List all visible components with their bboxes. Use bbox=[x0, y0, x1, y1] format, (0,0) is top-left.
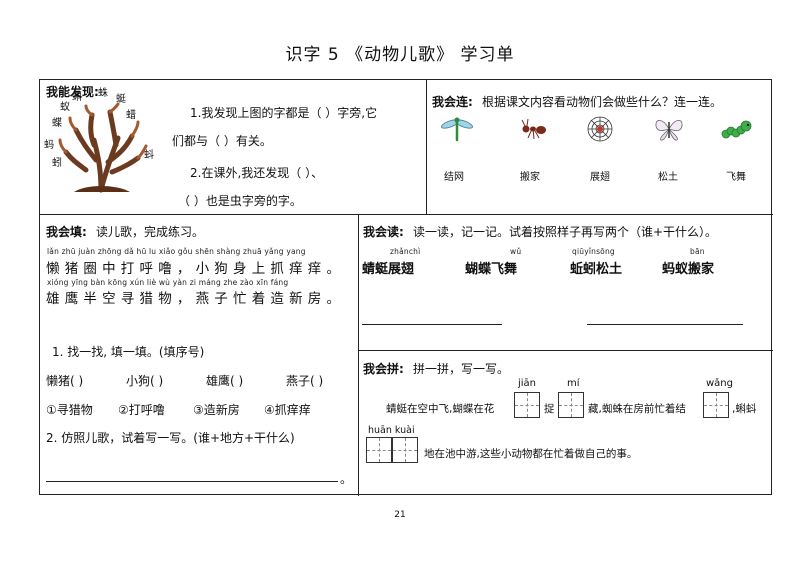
fill-q2: 2. 仿照儿歌，试着写一写。(谁+地方+干什么) bbox=[46, 431, 295, 445]
discover-heading: 我能发现: bbox=[46, 85, 99, 99]
divider bbox=[358, 214, 359, 496]
phrase: 蚯蚓松土 bbox=[570, 262, 623, 277]
spell-text: 捉 bbox=[544, 403, 555, 415]
plant-char: 蜡 bbox=[126, 110, 136, 121]
spell-text: 藏,蜘蛛在房前忙着结 bbox=[588, 403, 686, 415]
connect-word: 搬家 bbox=[520, 172, 540, 183]
divider bbox=[426, 80, 427, 214]
spell-text: 蜻蜓在空中飞,蝴蝶在花 bbox=[386, 403, 495, 415]
poem-line: 雄鹰半空寻猎物，燕子忙着造新房。 bbox=[46, 291, 346, 307]
animal-answer: 懒猪( ) bbox=[46, 374, 84, 388]
end-mark: 。 bbox=[340, 472, 353, 486]
option: ①寻猎物 bbox=[46, 403, 93, 417]
phrase-pinyin: bān bbox=[690, 247, 705, 256]
writing-line[interactable] bbox=[587, 324, 743, 325]
spell-text: 地在池中游,这些小动物都在忙着做自己的事。 bbox=[424, 448, 638, 460]
phrase: 蜻蜓展翅 bbox=[362, 262, 415, 277]
option: ③造新房 bbox=[193, 403, 240, 417]
spider-web-icon bbox=[587, 116, 613, 142]
plant-char: 蚁 bbox=[60, 102, 70, 113]
butterfly-icon bbox=[655, 119, 683, 141]
discover-q1-line1: 1.我发现上图的字都是（ ）字旁,它 bbox=[190, 106, 378, 120]
discover-q2-line1: 2.在课外,我还发现（ ）、 bbox=[190, 166, 324, 180]
fill-heading: 我会填: bbox=[46, 225, 87, 239]
pinyin-wang: wǎng bbox=[706, 378, 733, 389]
writing-box[interactable] bbox=[514, 392, 540, 418]
connect-word: 结网 bbox=[444, 172, 464, 183]
plant-char: 蛛 bbox=[98, 88, 108, 99]
divider bbox=[40, 214, 773, 215]
read-heading: 我会读: bbox=[363, 225, 404, 239]
spell-text: ,蝌蚪 bbox=[732, 403, 757, 415]
pinyin-line: xióng yīng bàn kōng xún liè wù yàn zi má… bbox=[47, 278, 289, 287]
spell-instruction: 拼一拼，写一写。 bbox=[413, 362, 510, 376]
page-title: 识字 5 《动物儿歌》 学习单 bbox=[285, 45, 515, 65]
animal-answer: 雄鹰( ) bbox=[206, 374, 244, 388]
phrase-pinyin: zhǎnchì bbox=[390, 247, 421, 256]
plant-char: 蝶 bbox=[52, 118, 62, 129]
writing-box[interactable] bbox=[366, 437, 392, 463]
fill-instruction: 读儿歌，完成练习。 bbox=[96, 225, 205, 239]
connect-word: 展翅 bbox=[590, 172, 610, 183]
writing-box[interactable] bbox=[392, 437, 418, 463]
writing-box[interactable] bbox=[558, 392, 584, 418]
plant-char: 蚓 bbox=[52, 158, 62, 169]
option: ④抓痒痒 bbox=[264, 403, 311, 417]
discover-q2-line2: （ ）也是虫字旁的字。 bbox=[178, 194, 302, 208]
option: ②打呼噜 bbox=[118, 403, 165, 417]
divider bbox=[358, 350, 773, 351]
phrase-pinyin: qiūyǐnsōng bbox=[572, 247, 615, 256]
pinyin-mi: mí bbox=[567, 378, 580, 389]
connect-word: 飞舞 bbox=[726, 172, 746, 183]
discover-q1-line2: 们都与（ ）有关。 bbox=[172, 134, 272, 148]
phrase-pinyin: wǔ bbox=[510, 247, 522, 256]
phrase: 蚂蚁搬家 bbox=[662, 262, 715, 277]
plant-char: 蝌 bbox=[72, 92, 82, 103]
caterpillar-icon bbox=[721, 120, 752, 139]
poem-line: 懒猪圈中打呼噜，小狗身上抓痒痒。 bbox=[46, 261, 346, 277]
worksheet: 我能发现: 蚁 蝌 蛛 蜓 蝶 蚂 蚓 蜡 蚪 1.我发现上图的字都是（ ） bbox=[39, 79, 773, 496]
plant-char: 蜓 bbox=[116, 94, 126, 105]
coral-plant-icon bbox=[58, 102, 148, 193]
phrase: 蝴蝶飞舞 bbox=[465, 262, 518, 277]
pinyin-huankuai: huān kuài bbox=[368, 425, 415, 436]
writing-box[interactable] bbox=[703, 392, 729, 418]
page-number: 21 bbox=[394, 510, 406, 520]
connect-word: 松土 bbox=[658, 172, 678, 183]
fill-q1: 1. 找一找, 填一填。(填序号) bbox=[52, 345, 205, 359]
dragonfly-icon bbox=[441, 117, 473, 142]
animal-answer: 小狗( ) bbox=[126, 374, 164, 388]
pinyin-jian: jiān bbox=[518, 378, 537, 389]
read-instruction: 读一读，记一记。试着按照样子再写两个（谁+干什么）。 bbox=[413, 225, 718, 239]
plant-char: 蚂 bbox=[44, 140, 54, 151]
writing-line[interactable] bbox=[46, 481, 338, 482]
pinyin-line: lǎn zhū juàn zhōng dǎ hū lu xiǎo gǒu shē… bbox=[47, 247, 306, 256]
ant-icon bbox=[521, 118, 546, 140]
connect-heading: 我会连: bbox=[432, 95, 473, 109]
plant-char: 蚪 bbox=[144, 150, 154, 161]
writing-line[interactable] bbox=[362, 324, 502, 325]
animal-answer: 燕子( ) bbox=[286, 374, 324, 388]
connect-instruction: 根据课文内容看动物们会做些什么？连一连。 bbox=[482, 95, 723, 109]
spell-heading: 我会拼: bbox=[363, 362, 404, 376]
